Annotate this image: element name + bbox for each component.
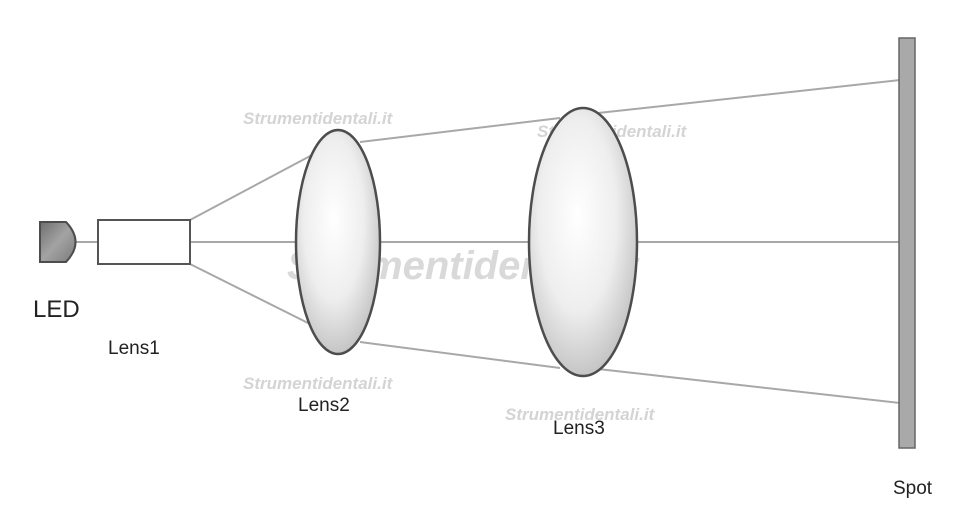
ray-upper-2 bbox=[359, 117, 561, 143]
watermark-text: Strumentidentali.it bbox=[505, 405, 656, 424]
spot-label: Spot bbox=[893, 478, 933, 499]
ray-lower-3 bbox=[597, 368, 901, 404]
lens2-label: Lens2 bbox=[298, 395, 350, 416]
lens3-shape bbox=[527, 106, 639, 378]
led-icon bbox=[39, 221, 77, 263]
led-label: LED bbox=[33, 296, 80, 323]
lens2-shape bbox=[294, 128, 382, 356]
watermark-text: Strumentidentali.it bbox=[243, 109, 394, 128]
ray-lower-1 bbox=[189, 263, 313, 326]
spot-screen bbox=[898, 37, 916, 449]
lens1-shape bbox=[97, 219, 191, 265]
lens3-label: Lens3 bbox=[553, 418, 605, 439]
light-rays bbox=[60, 79, 901, 404]
lens1-label: Lens1 bbox=[108, 338, 160, 359]
ray-lower-2 bbox=[359, 341, 561, 369]
watermark-text: Strumentidentali.it bbox=[243, 374, 394, 393]
ray-upper-1 bbox=[189, 154, 313, 221]
ray-upper-3 bbox=[597, 79, 901, 114]
